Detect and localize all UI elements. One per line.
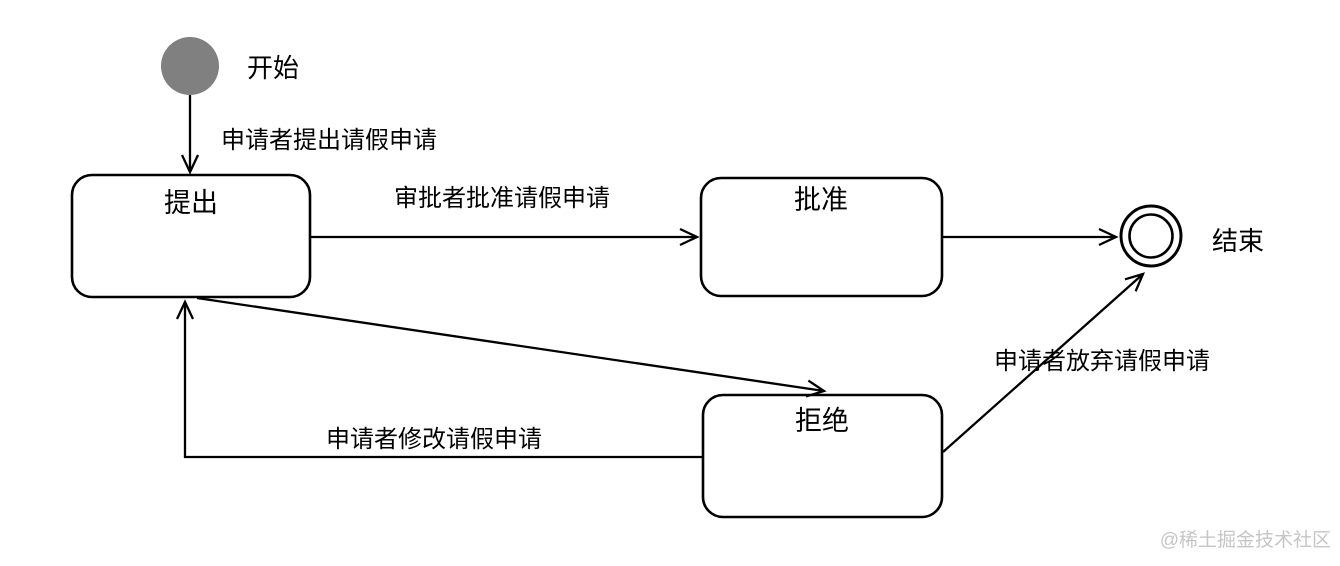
state-submit-label: 提出 bbox=[164, 188, 218, 218]
start-state-label: 开始 bbox=[247, 53, 299, 83]
watermark: @稀土掘金技术社区 bbox=[1160, 529, 1331, 551]
edge-reject-to-end bbox=[942, 272, 1146, 453]
edge-submit-to-reject bbox=[196, 296, 827, 398]
edge-reject-to-submit bbox=[175, 299, 703, 459]
transition-label-approve-request: 审批者批准请假申请 bbox=[394, 185, 610, 212]
transition-label-submit-request: 申请者提出请假申请 bbox=[221, 127, 437, 154]
final-state-inner-circle bbox=[1128, 213, 1174, 259]
transition-label-modify-request: 申请者修改请假申请 bbox=[326, 426, 542, 453]
state-reject-label: 拒绝 bbox=[795, 406, 849, 436]
end-state-label: 结束 bbox=[1212, 226, 1264, 256]
initial-state-icon bbox=[161, 37, 219, 95]
state-approve-label: 批准 bbox=[794, 185, 848, 215]
transition-label-abandon-request: 申请者放弃请假申请 bbox=[994, 348, 1210, 375]
